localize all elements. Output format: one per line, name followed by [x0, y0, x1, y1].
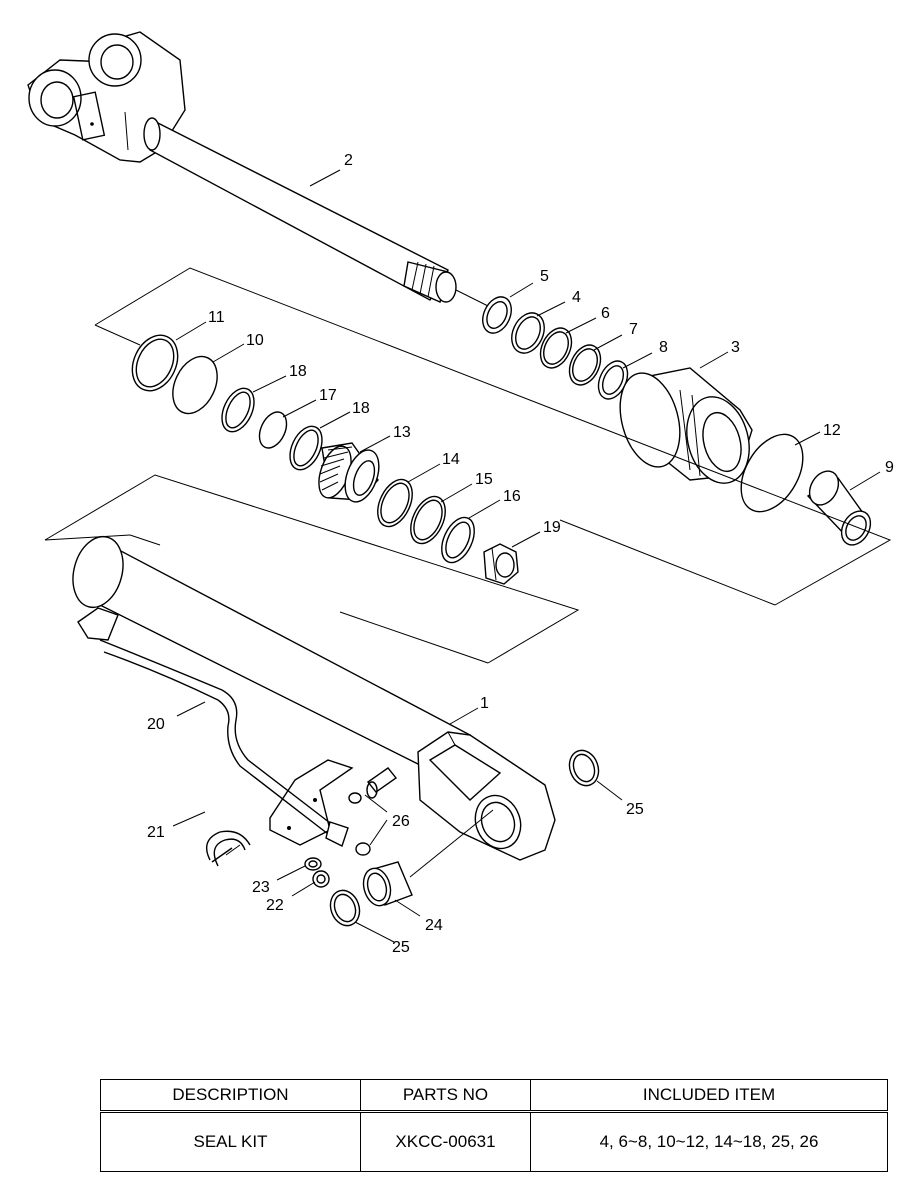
- cell-description: SEAL KIT: [100, 1111, 361, 1172]
- callout-1: 1: [480, 695, 489, 712]
- callout-6: 6: [601, 305, 610, 322]
- table-row: SEAL KIT XKCC-00631 4, 6~8, 10~12, 14~18…: [100, 1111, 888, 1172]
- header-parts-no: PARTS NO: [360, 1079, 531, 1113]
- cell-included-item: 4, 6~8, 10~12, 14~18, 25, 26: [530, 1111, 888, 1172]
- callout-8: 8: [659, 339, 668, 356]
- callout-9: 9: [885, 459, 894, 476]
- callout-18-lower: 18: [352, 400, 370, 417]
- header-description: DESCRIPTION: [100, 1079, 361, 1113]
- callout-10: 10: [246, 332, 264, 349]
- callout-25-right: 25: [626, 801, 644, 818]
- callout-15: 15: [475, 471, 493, 488]
- callout-5: 5: [540, 268, 549, 285]
- piston-seal-parts: [131, 334, 519, 585]
- callout-21: 21: [147, 824, 165, 841]
- callout-18-upper: 18: [289, 363, 307, 380]
- callout-25-left: 25: [392, 939, 410, 956]
- callout-24: 24: [425, 917, 443, 934]
- leader-lines: [172, 169, 881, 943]
- table-header-row: DESCRIPTION PARTS NO INCLUDED ITEM: [100, 1079, 888, 1113]
- callout-3: 3: [731, 339, 740, 356]
- callout-14: 14: [442, 451, 460, 468]
- cylinder-tube: [72, 535, 556, 861]
- cell-parts-no: XKCC-00631: [360, 1111, 531, 1172]
- exploded-parts-diagram: 2 5 4 6 7 8 3 12 9 11 10 18 17 18 13 14 …: [27, 31, 894, 956]
- callout-13: 13: [393, 424, 411, 441]
- callout-22: 22: [266, 897, 284, 914]
- callout-20: 20: [147, 716, 165, 733]
- callout-11: 11: [208, 309, 225, 326]
- pipe-assembly: [77, 607, 349, 888]
- callout-17: 17: [319, 387, 337, 404]
- seal-kit-table: DESCRIPTION PARTS NO INCLUDED ITEM SEAL …: [100, 1079, 888, 1172]
- cylinder-group-frame: [44, 474, 580, 664]
- callout-labels: 2 5 4 6 7 8 3 12 9 11 10 18 17 18 13 14 …: [147, 152, 894, 956]
- rod-seal-parts: [482, 296, 872, 546]
- end-parts: [329, 749, 600, 927]
- callout-19: 19: [543, 519, 561, 536]
- callout-12: 12: [823, 422, 841, 439]
- piston-rod: [27, 31, 489, 307]
- piston-group-frame: [94, 267, 892, 606]
- callout-7: 7: [629, 321, 638, 338]
- header-included-item: INCLUDED ITEM: [530, 1079, 888, 1113]
- callout-2: 2: [344, 152, 353, 169]
- callout-26: 26: [392, 813, 410, 830]
- callout-4: 4: [572, 289, 581, 306]
- callout-23: 23: [252, 879, 270, 896]
- callout-16: 16: [503, 488, 521, 505]
